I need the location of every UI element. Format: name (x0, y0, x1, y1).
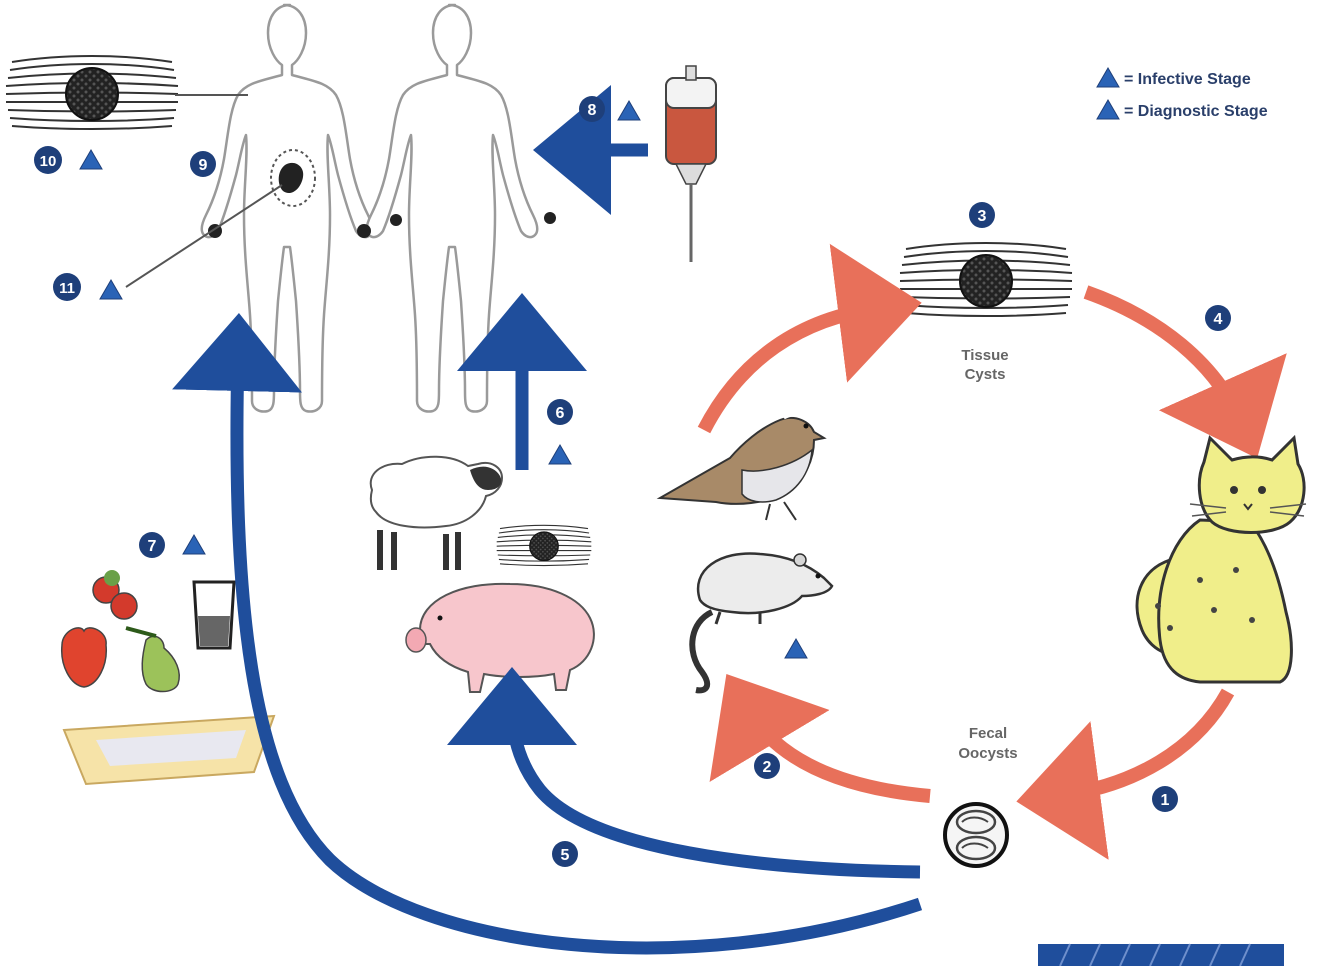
human-figure-left (200, 3, 374, 413)
step-9-badge: 9 (190, 151, 216, 177)
legend: = Infective Stage = Diagnostic Stage (1096, 67, 1268, 120)
tissue-cysts-label-1: Tissue (961, 347, 1008, 364)
cat-icon (1135, 434, 1307, 684)
arrow-oocyst-to-animals (447, 667, 921, 879)
svg-text:3: 3 (978, 208, 987, 225)
svg-text:5: 5 (561, 847, 570, 864)
sheep-icon (369, 455, 504, 570)
litter-box-icon (62, 714, 276, 786)
arrow-cyst-to-cat (1083, 285, 1287, 459)
step-7-triangle-icon (182, 534, 206, 555)
arrow-oocyst-to-human (172, 313, 923, 955)
step-6-badge: 6 (547, 399, 573, 425)
step-11-badge: 11 (53, 273, 81, 301)
tissue-cysts-label-2: Cysts (965, 366, 1006, 383)
stage-triangles (79, 100, 641, 555)
step-10-badge: 10 (34, 146, 62, 174)
striped-legend-box (1038, 943, 1284, 966)
rodent-infective-triangle-icon (784, 638, 808, 659)
arrow-intermediate-to-cyst (697, 243, 922, 434)
fruit-and-vegetables-icon (61, 570, 180, 693)
step-2-badge: 2 (754, 753, 780, 779)
blood-transfusion-bag-icon (665, 65, 717, 262)
step-6-triangle-icon (548, 444, 572, 465)
step-11-triangle-icon (99, 279, 123, 300)
fecal-oocyst-icon (943, 802, 1009, 868)
meat-tissue-cyst (496, 524, 592, 567)
infective-triangle-icon (1096, 67, 1120, 88)
svg-text:7: 7 (148, 538, 157, 555)
sexual-cycle-arrows (697, 243, 1287, 860)
fecal-oocysts-label-2: Oocysts (958, 745, 1017, 762)
legend-infective-label: = Infective Stage (1124, 71, 1251, 88)
step-1-badge: 1 (1152, 786, 1178, 812)
step-7-badge: 7 (139, 532, 165, 558)
leader-line-step-11 (125, 184, 283, 288)
svg-text:1: 1 (1161, 792, 1170, 809)
svg-text:6: 6 (556, 405, 565, 422)
water-glass-icon (192, 580, 236, 650)
step-5-badge: 5 (552, 841, 578, 867)
step-10-triangle-icon (79, 149, 103, 170)
svg-text:10: 10 (40, 153, 57, 170)
svg-text:11: 11 (59, 280, 75, 297)
arrow-cat-to-oocyst (1016, 688, 1235, 860)
arrow-oocyst-to-rodent (709, 673, 931, 803)
diagnostic-triangle-icon (1096, 99, 1120, 120)
svg-text:9: 9 (199, 157, 208, 174)
svg-text:8: 8 (588, 102, 597, 119)
svg-text:2: 2 (763, 759, 772, 776)
step-8-triangle-icon (617, 100, 641, 121)
fecal-oocysts-label-1: Fecal (969, 725, 1007, 742)
pig-icon (405, 582, 595, 693)
rodent-icon (689, 552, 834, 694)
step-8-badge: 8 (579, 96, 605, 122)
step-3-badge: 3 (969, 202, 995, 228)
bird-icon (656, 413, 827, 521)
human-muscle-tissue-cyst (5, 55, 248, 130)
step-badges: 1 2 3 4 5 6 7 8 (34, 96, 1231, 867)
fetus-icon (270, 149, 316, 207)
tissue-cyst-in-muscle (899, 242, 1073, 317)
svg-text:4: 4 (1214, 311, 1223, 328)
legend-diagnostic-label: = Diagnostic Stage (1124, 103, 1268, 120)
human-figure-right (365, 3, 539, 413)
human-infection-arrows (172, 293, 923, 955)
step-4-badge: 4 (1205, 305, 1231, 331)
